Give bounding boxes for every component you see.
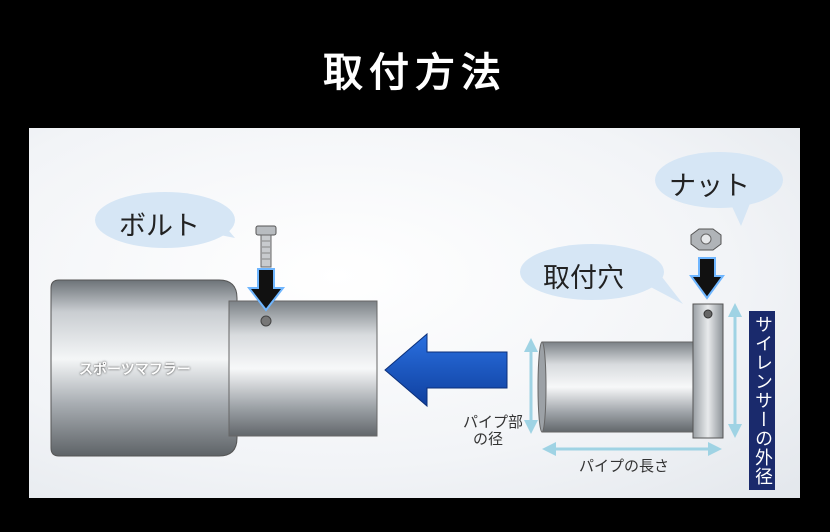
pipe	[537, 341, 703, 433]
bubble-bolt	[95, 192, 235, 248]
sports-muffler	[50, 279, 378, 457]
bolt-hole	[260, 315, 272, 327]
bolt	[255, 225, 277, 268]
diagram-artwork	[50, 152, 783, 457]
dimension-silencer-diameter	[728, 303, 742, 438]
arrow-down-icon	[689, 257, 725, 300]
nut-label: ナット	[669, 171, 750, 202]
dimension-pipe-diameter	[524, 338, 538, 434]
bubble-mounting-hole	[520, 244, 683, 304]
arrow-down-icon	[246, 268, 286, 312]
nut	[690, 228, 722, 251]
installation-diagram: ボルト ナット 取付穴 スポーツマフラー パイプ部 の径 パイプの長さ サイレン…	[29, 128, 800, 498]
pipe-length-label: パイプの長さ	[579, 457, 670, 475]
silencer-flange	[692, 303, 724, 439]
mounting-hole	[703, 309, 713, 319]
mounting-hole-label: 取付穴	[543, 263, 624, 294]
pipe-diameter-label-line1: パイプ部	[463, 413, 524, 431]
dimension-pipe-length	[542, 442, 722, 456]
silencer-outer-diameter-label: サイレンサーの外径	[749, 311, 775, 490]
arrow-left-icon	[384, 332, 508, 408]
sports-muffler-label: スポーツマフラー	[79, 362, 191, 378]
pipe-diameter-label-line2: の径	[473, 430, 504, 448]
pipe-diameter-label: パイプ部 の径	[463, 414, 523, 448]
page-title: 取付方法	[323, 50, 507, 96]
bubble-nut	[655, 152, 783, 226]
bolt-label: ボルト	[119, 211, 200, 242]
